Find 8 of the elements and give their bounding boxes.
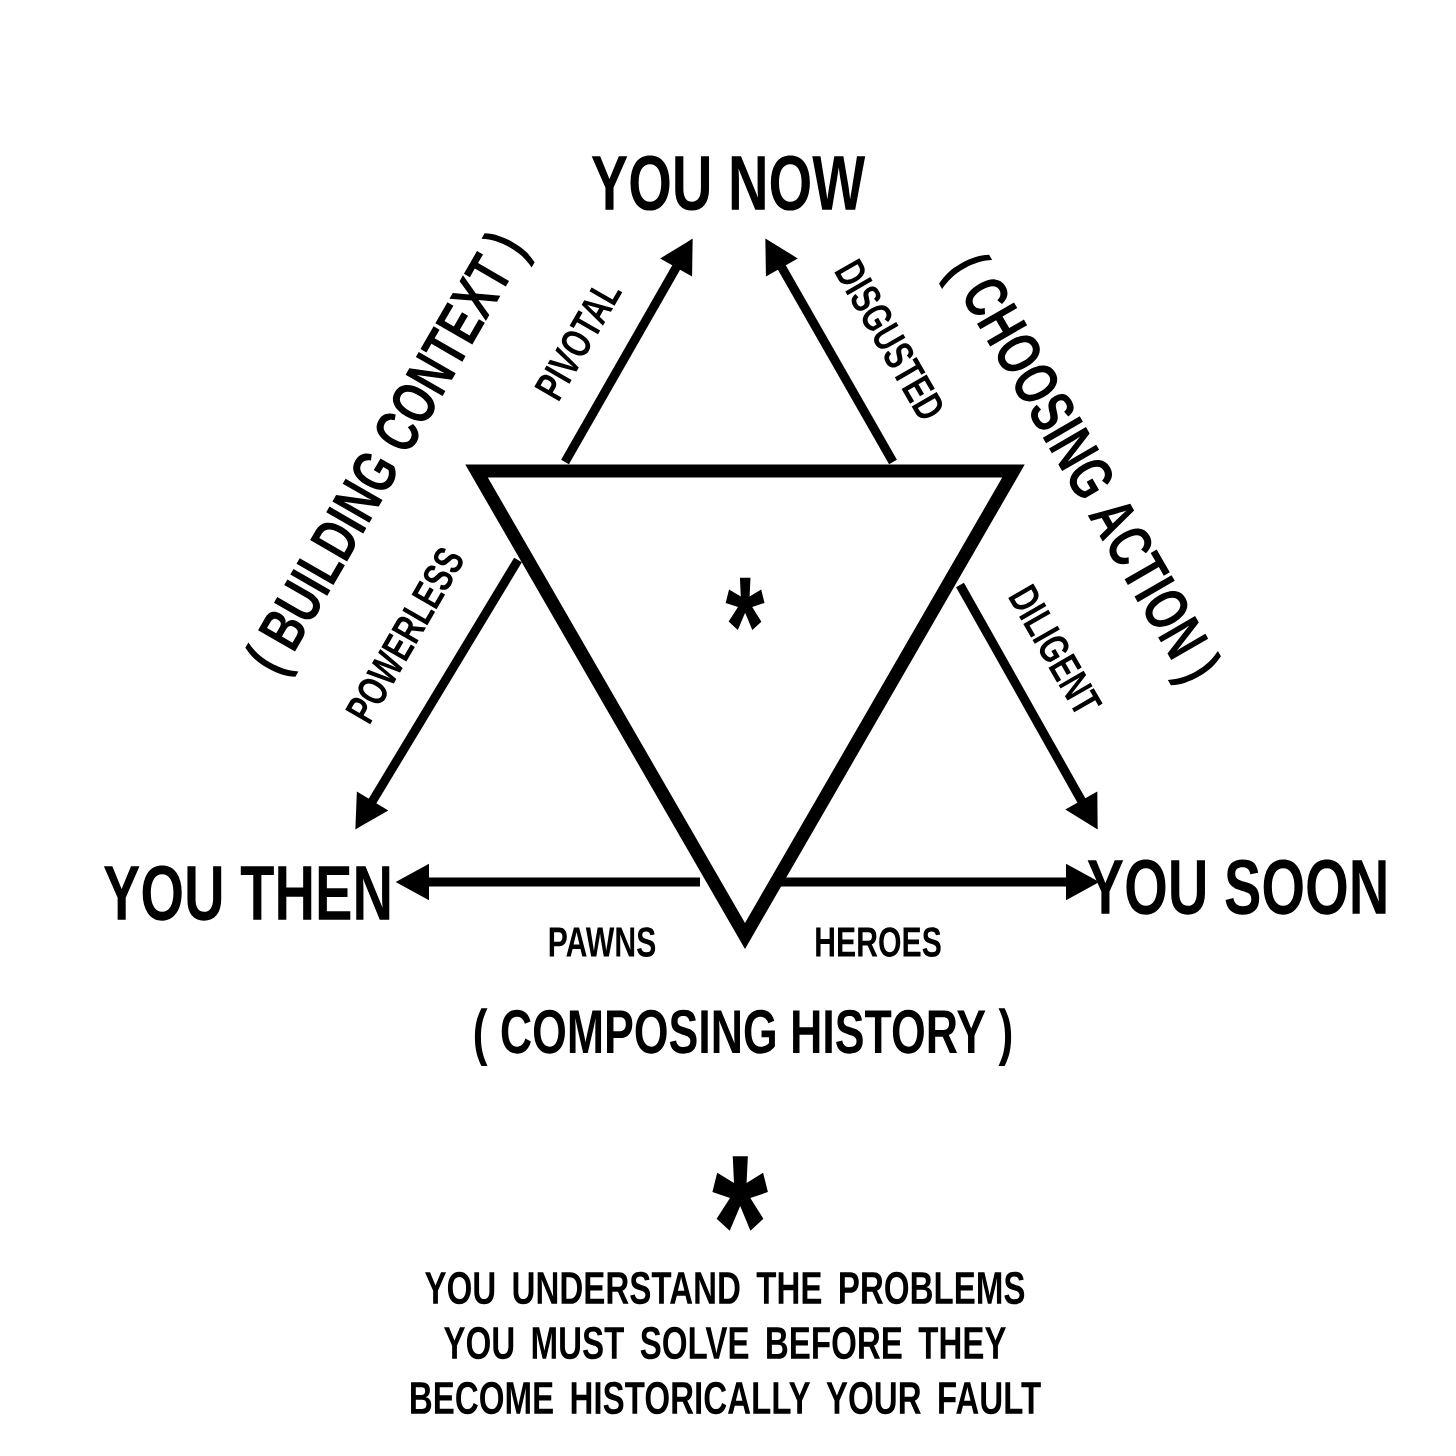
edge-label: PAWNS bbox=[549, 927, 656, 957]
asterisk: * bbox=[712, 1156, 768, 1231]
edge-label: HEROES bbox=[816, 927, 941, 957]
footnote: YOU UNDERSTAND THE PROBLEMS YOU MUST SOLVE BEFORE THEY BECOME HISTORICALLY YOUR FAULT bbox=[411, 1271, 1041, 1415]
node-label: YOU SOON bbox=[1087, 859, 1386, 915]
group-label: ( COMPOSING HISTORY ) bbox=[474, 1008, 1012, 1066]
node-label: YOU THEN bbox=[103, 865, 390, 921]
node-label: YOU NOW bbox=[591, 155, 866, 211]
